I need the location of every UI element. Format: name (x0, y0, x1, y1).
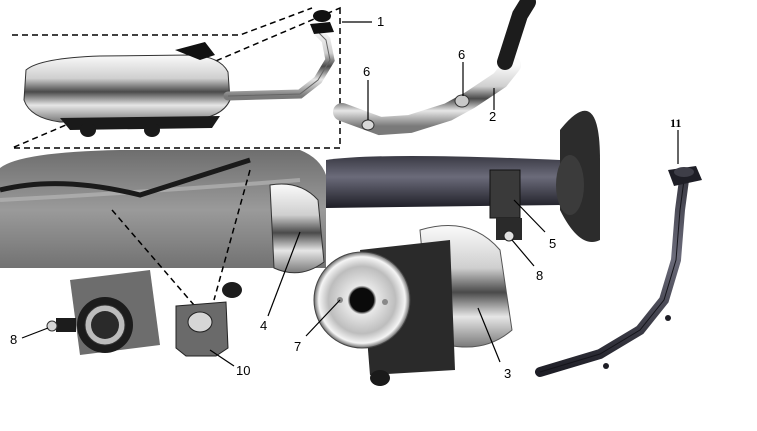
callout-1: 1 (342, 14, 384, 29)
muffler-installed-photo (0, 150, 326, 300)
header-bolt-right (454, 94, 470, 108)
header-pipe-detail (333, 0, 536, 136)
pipe-clamp-photo (326, 110, 600, 242)
header-pipe-dark-top (497, 0, 536, 70)
callout-4-label: 4 (260, 318, 267, 333)
callout-1-label: 1 (377, 14, 384, 29)
inset-mount-left (80, 123, 96, 137)
callout-10-label: 10 (236, 363, 250, 378)
clamp-closeup-photo (0, 268, 176, 378)
callout-4: 4 (260, 231, 301, 333)
callout-11: 11 (670, 116, 681, 164)
endcap-outlet (350, 288, 374, 312)
callout-7-label: 7 (294, 339, 301, 354)
callout-6b: 6 (458, 47, 465, 96)
header-bolt-left (361, 119, 375, 131)
closeup-bolt (46, 320, 58, 332)
assembly-inset (11, 6, 341, 149)
callout-8a: 8 (10, 327, 49, 347)
inset-muffler-chrome (23, 54, 231, 123)
clamp-band (489, 169, 521, 219)
clamp-pipe (326, 156, 562, 208)
muffler-heat-shield (269, 183, 325, 274)
muffler-mount (222, 282, 242, 298)
callout-3: 3 (477, 307, 511, 381)
pipe-11-tab (603, 363, 609, 369)
callout-7: 7 (294, 299, 341, 354)
callout-10: 10 (209, 349, 250, 378)
callout-5-label: 5 (549, 236, 556, 251)
callout-6a: 6 (363, 64, 370, 120)
inset-flange (310, 22, 334, 34)
header-pipe-11 (535, 166, 702, 377)
dashed-leader-to-mount (111, 209, 201, 313)
inset-muffler-bracket (60, 116, 220, 130)
clamp-bracket (496, 218, 522, 240)
callout-8b: 8 (511, 239, 543, 283)
callout-6a-label: 6 (363, 64, 370, 79)
inset-muffler-top-black (175, 42, 215, 60)
callout-5: 5 (513, 199, 556, 251)
mount-rubber-part (111, 169, 251, 357)
header-pipe-chrome (333, 56, 521, 136)
mount-rubber-hole (187, 311, 213, 333)
callout-8b-label: 8 (536, 268, 543, 283)
callout-11-label: 11 (670, 116, 681, 130)
frame-tube (0, 157, 251, 198)
callout-8a-label: 8 (10, 332, 17, 347)
muffler-endcap-photo (313, 225, 513, 386)
clamp-bolt (503, 230, 515, 242)
callout-6b-label: 6 (458, 47, 465, 62)
callout-2: 2 (489, 88, 496, 124)
callout-2-label: 2 (489, 109, 496, 124)
closeup-clamp-tab (56, 318, 76, 332)
inset-mount-right (144, 123, 160, 137)
endcap-foot (370, 370, 390, 386)
inset-dashed-frame (11, 6, 341, 149)
dashed-leader-from-frame (213, 169, 251, 301)
muffler-body (0, 150, 326, 300)
callout-3-label: 3 (504, 366, 511, 381)
inset-header-pipe (223, 25, 335, 101)
catalyst-end (556, 155, 584, 215)
